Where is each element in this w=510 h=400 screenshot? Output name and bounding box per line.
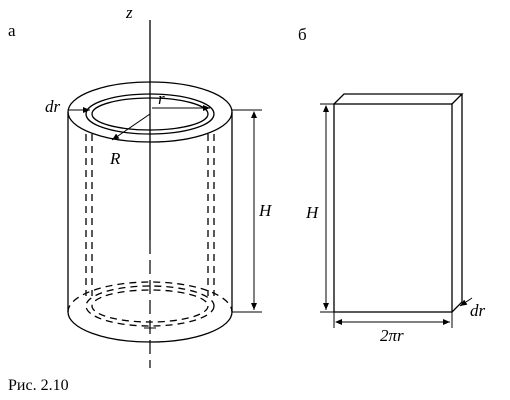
bottom-shell-inner bbox=[91, 289, 209, 323]
top-shell-outer bbox=[85, 93, 215, 135]
R-arrow bbox=[111, 113, 151, 141]
top-shell-inner bbox=[91, 97, 209, 131]
r-label: r bbox=[158, 89, 165, 108]
box-right-face bbox=[451, 94, 463, 313]
box-front-face bbox=[333, 103, 453, 313]
panel-label-b: б bbox=[298, 25, 307, 44]
H-label-right: H bbox=[305, 203, 320, 222]
bottom-outer-front bbox=[67, 311, 233, 343]
cylinder-diagram: z r dr R H bbox=[45, 3, 273, 368]
figure-caption: Рис. 2.10 bbox=[8, 377, 69, 394]
bottom-shell-outer bbox=[85, 285, 215, 327]
dr-label-left: dr bbox=[45, 97, 61, 116]
bottom-outer-back bbox=[67, 281, 233, 313]
dr-arrow-right bbox=[459, 297, 473, 307]
H-label-left: H bbox=[258, 201, 273, 220]
dr-label-right: dr bbox=[470, 301, 486, 320]
two-pi-r-label: 2πr bbox=[380, 326, 404, 345]
box-top-face bbox=[333, 93, 464, 105]
unrolled-shell-diagram: H 2πr dr bbox=[305, 93, 486, 345]
panel-label-a: а bbox=[8, 21, 16, 40]
z-axis-label: z bbox=[125, 3, 133, 22]
R-label: R bbox=[109, 149, 121, 168]
